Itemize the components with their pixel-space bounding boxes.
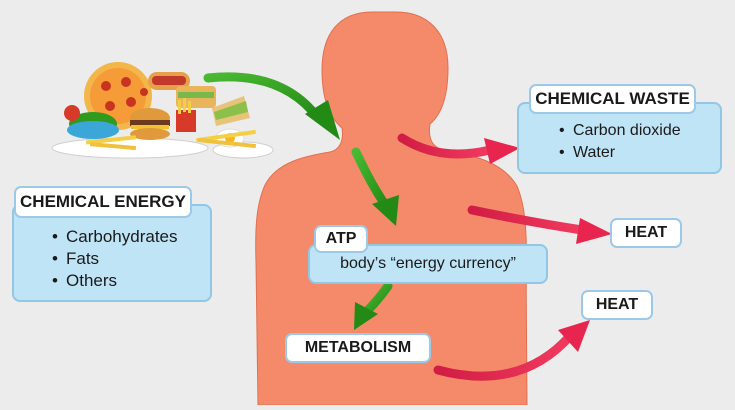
heat-label: HEAT [581,290,653,320]
chemical-energy-title: CHEMICAL ENERGY [14,186,192,218]
red-arrow-to-waste-head [484,138,520,164]
metabolism-label: METABOLISM [285,333,431,363]
chemical-energy-item: Fats [52,248,178,270]
green-arrow-food-to-body-head [305,100,340,140]
fast-food-pile-icon [51,62,274,159]
chemical-waste-title: CHEMICAL WASTE [529,84,696,114]
red-arrow-to-heat-1-head [576,218,612,244]
red-arrow-to-heat-2-head [558,320,590,352]
chemical-energy-list: Carbohydrates Fats Others [52,226,178,292]
atp-title: ATP [314,225,368,253]
atp-subtitle: body’s “energy currency” [340,255,516,272]
red-arrow-to-heat-2 [433,331,575,381]
green-arrow-to-metabolism [363,281,393,315]
green-arrow-to-metabolism-head [354,302,378,330]
green-arrow-to-atp-head [372,195,399,226]
chemical-waste-item: Carbon dioxide [559,120,681,142]
chemical-waste-list: Carbon dioxide Water [559,120,681,164]
heat-label: HEAT [610,218,682,248]
green-arrow-food-to-body [203,72,323,123]
chemical-energy-panel: Carbohydrates Fats Others [12,204,212,302]
chemical-energy-item: Carbohydrates [52,226,178,248]
red-arrow-to-heat-1 [467,205,587,235]
chemical-waste-item: Water [559,142,681,164]
chemical-energy-item: Others [52,270,178,292]
red-arrow-to-waste [397,133,495,159]
